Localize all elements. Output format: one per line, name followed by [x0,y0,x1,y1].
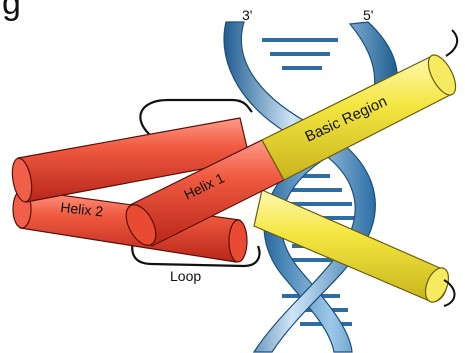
dna-strand-back [264,22,397,352]
strand-label-3prime: 3' [242,7,252,23]
loop-label: Loop [170,268,201,284]
strand-label-5prime: 5' [363,7,373,23]
heading-fragment: g [2,0,21,22]
